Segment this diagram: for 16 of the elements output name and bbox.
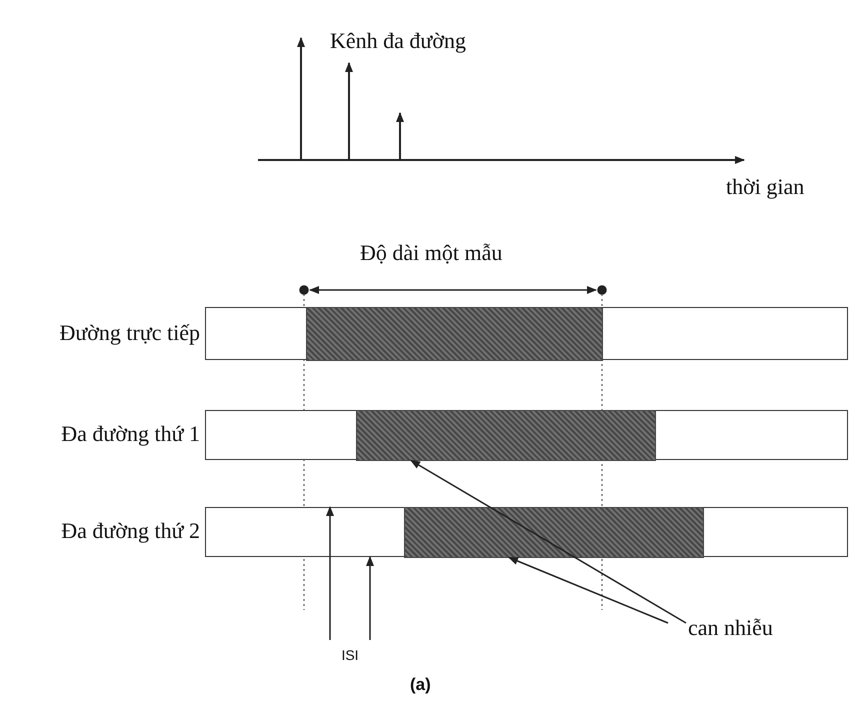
leader-line	[508, 556, 668, 624]
hatched-block	[404, 506, 704, 558]
annotation-label: ISI	[320, 642, 380, 668]
leader-line	[326, 506, 334, 640]
caption: (a)	[410, 674, 431, 696]
annotation-label: can nhiễu	[688, 615, 773, 641]
row-label: Đường trực tiếp	[59, 320, 200, 346]
hatched-block	[356, 410, 656, 460]
leader-line	[410, 460, 686, 624]
row-label: Đa đường thứ 1	[61, 421, 200, 447]
hatched-block	[306, 306, 603, 360]
label: Độ dài một mẫu	[360, 240, 502, 266]
leader-line	[366, 556, 374, 640]
row-label: Đa đường thứ 2	[61, 518, 200, 544]
label: Kênh đa đường	[330, 28, 466, 54]
label: thời gian	[726, 174, 804, 200]
